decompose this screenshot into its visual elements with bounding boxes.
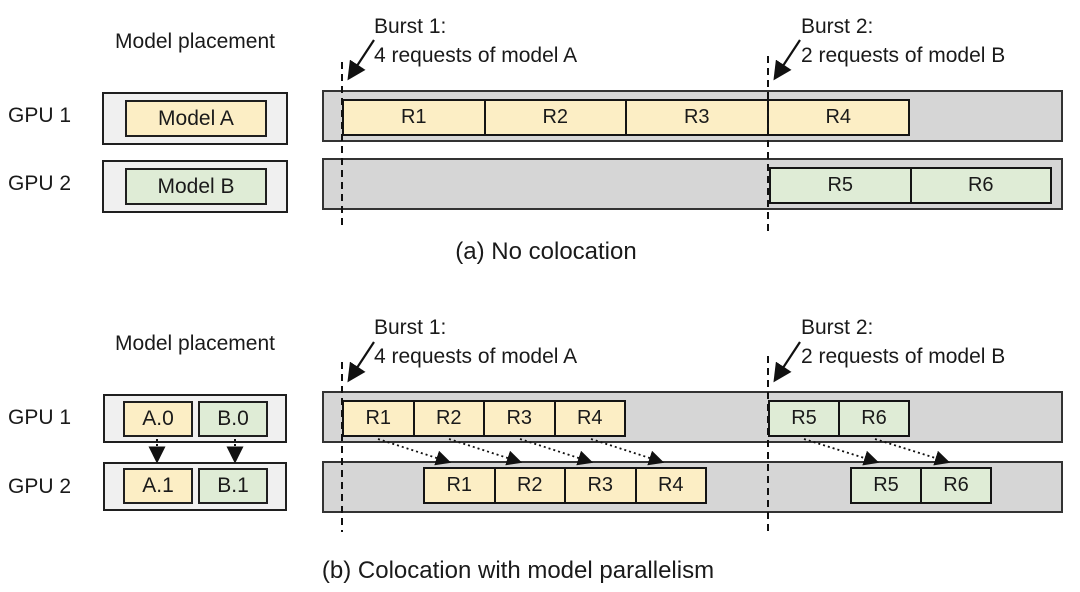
burst2-detail: 2 requests of model B — [801, 44, 1006, 67]
burst1-arrow-b — [347, 341, 375, 383]
request-block: R4 — [766, 101, 908, 134]
section-b-burst2-label: Burst 2: 2 requests of model B — [801, 313, 1005, 371]
section-a-gpu1-request-group: R1 R2 R3 R4 — [342, 99, 910, 136]
request-block: R4 — [553, 402, 624, 435]
request-block: R1 — [344, 402, 413, 435]
request-block: R2 — [493, 469, 564, 502]
request-block: R6 — [920, 469, 990, 502]
section-b-shard-b1-box: B.1 — [198, 468, 268, 504]
burst2-title: Burst 2: — [801, 316, 874, 339]
section-b-shard-a0-box: A.0 — [123, 401, 193, 437]
section-a-model-b-box: Model B — [125, 168, 267, 205]
section-a-gpu2-request-group: R5 R6 — [769, 167, 1052, 204]
burst1-detail: 4 requests of model A — [374, 44, 578, 67]
section-b-gpu1-label: GPU 1 — [8, 406, 72, 429]
section-b-burst1-label: Burst 1: 4 requests of model A — [374, 313, 577, 371]
section-b-gpu1-modelA-group: R1 R2 R3 R4 — [342, 400, 626, 437]
section-a-burst2-label: Burst 2: 2 requests of model B — [801, 12, 1005, 70]
request-block: R5 — [771, 169, 910, 202]
section-b-gpu2-modelB-group: R5 R6 — [850, 467, 992, 504]
request-block: R5 — [852, 469, 920, 502]
section-a-gpu2-label: GPU 2 — [8, 172, 72, 195]
burst1-detail: 4 requests of model A — [374, 345, 578, 368]
request-block: R6 — [909, 169, 1050, 202]
burst1-title: Burst 1: — [374, 316, 447, 339]
request-block: R3 — [625, 101, 767, 134]
request-block: R5 — [770, 402, 838, 435]
request-block: R2 — [483, 101, 625, 134]
section-b-caption: (b) Colocation with model parallelism — [321, 557, 715, 584]
request-block: R3 — [564, 469, 635, 502]
request-block: R3 — [483, 402, 554, 435]
burst2-title: Burst 2: — [801, 15, 874, 38]
request-block: R1 — [344, 101, 484, 134]
burst1-title: Burst 1: — [374, 15, 447, 38]
burst2-arrow-b — [773, 341, 801, 383]
section-a-placement-title: Model placement — [115, 30, 275, 53]
request-block: R6 — [838, 402, 908, 435]
section-b-gpu2-label: GPU 2 — [8, 475, 72, 498]
section-b-shard-a1-box: A.1 — [123, 468, 193, 504]
section-a-gpu1-label: GPU 1 — [8, 104, 72, 127]
section-b-gpu2-modelA-group: R1 R2 R3 R4 — [423, 467, 707, 504]
request-block: R2 — [412, 402, 483, 435]
request-block: R4 — [634, 469, 705, 502]
section-b-placement-title: Model placement — [115, 332, 275, 355]
section-b-gpu1-modelB-group: R5 R6 — [768, 400, 910, 437]
section-a-model-a-box: Model A — [125, 100, 267, 137]
burst1-arrow-a — [347, 39, 375, 81]
section-a-burst1-label: Burst 1: 4 requests of model A — [374, 12, 577, 70]
burst2-detail: 2 requests of model B — [801, 345, 1006, 368]
request-block: R1 — [425, 469, 494, 502]
section-a-caption: (a) No colocation — [455, 238, 637, 265]
burst2-arrow-a — [773, 39, 801, 81]
section-b-shard-b0-box: B.0 — [198, 401, 268, 437]
